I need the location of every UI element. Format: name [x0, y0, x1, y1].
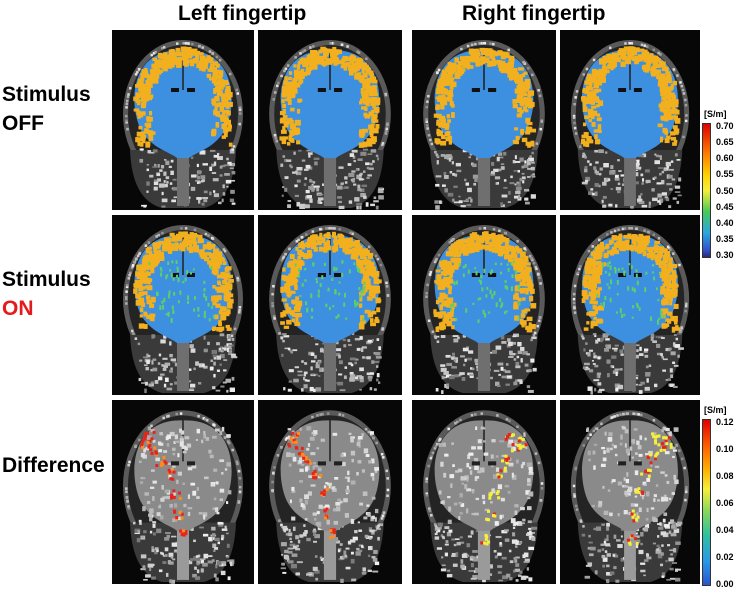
colorbar-bottom-unit: [S/m] [704, 405, 727, 415]
colorbar-bottom-tick-label: 0.06 [716, 498, 734, 508]
mri-panel-on-right-2 [560, 215, 700, 395]
coronal-brain-mri-icon [123, 40, 243, 208]
coronal-brain-mri-icon [423, 225, 545, 395]
coronal-brain-mri-icon [423, 410, 545, 583]
coronal-brain-mri-icon [269, 410, 391, 583]
row-label-difference: Difference [2, 451, 105, 480]
mri-panel-off-left-1 [112, 30, 254, 210]
colorbar-bottom-tick-label: 0.04 [716, 525, 734, 535]
mri-panel-diff-right-2 [560, 400, 700, 584]
colorbar-bottom-tick-label: 0.00 [716, 579, 734, 589]
row-label-difference-line1: Difference [2, 454, 105, 477]
colorbar-top-tick-label: 0.65 [716, 137, 734, 148]
coronal-brain-mri-icon [423, 40, 545, 210]
mri-panel-on-left-2 [258, 215, 402, 395]
coronal-brain-mri-icon [123, 410, 243, 584]
colorbar-bottom-tick-label: 0.10 [716, 444, 734, 454]
row-label-stimulus-on-line1: Stimulus [2, 268, 91, 291]
mri-panel-on-right-1 [412, 215, 556, 395]
coronal-brain-mri-icon [570, 40, 690, 209]
coronal-brain-mri-icon [123, 225, 243, 394]
row-label-stimulus-on-line2: ON [2, 297, 34, 320]
mri-panel-on-left-1 [112, 215, 254, 395]
colorbar-bottom [702, 419, 711, 586]
colorbar-top-tick-label: 0.45 [716, 201, 734, 212]
colorbar-top-tick-label: 0.60 [716, 153, 734, 164]
colorbar-top-tick-label: 0.50 [716, 185, 734, 196]
row-label-stimulus-on: Stimulus ON [2, 265, 91, 323]
coronal-brain-mri-icon [269, 40, 391, 210]
mri-panel-diff-right-1 [412, 400, 556, 584]
colorbar-bottom-tick-label: 0.02 [716, 552, 734, 562]
column-title-right-fingertip: Right fingertip [462, 2, 606, 25]
mri-panel-diff-left-2 [258, 400, 402, 584]
colorbar-top-tick-label: 0.40 [716, 217, 734, 228]
colorbar-top-unit: [S/m] [704, 109, 727, 119]
colorbar-top-tick-label: 0.55 [716, 169, 734, 180]
row-label-stimulus-off-line2: OFF [2, 112, 44, 135]
colorbar-top [702, 123, 711, 258]
row-label-stimulus-off: Stimulus OFF [2, 80, 91, 138]
colorbar-top-tick-label: 0.70 [716, 121, 734, 131]
mri-panel-diff-left-1 [112, 400, 254, 584]
coronal-brain-mri-icon [269, 225, 391, 393]
colorbar-top-tick-label: 0.35 [716, 233, 734, 244]
row-label-stimulus-off-line1: Stimulus [2, 83, 91, 106]
column-title-left-fingertip: Left fingertip [178, 2, 307, 25]
mri-panel-off-left-2 [258, 30, 402, 210]
colorbar-bottom-tick-label: 0.12 [716, 417, 734, 427]
colorbar-top-tick-label: 0.30 [716, 250, 734, 260]
colorbar-bottom-tick-label: 0.08 [716, 471, 734, 481]
mri-panel-off-right-2 [560, 30, 700, 210]
coronal-brain-mri-icon [570, 410, 690, 584]
coronal-brain-mri-icon [570, 225, 690, 395]
mri-panel-off-right-1 [412, 30, 556, 210]
